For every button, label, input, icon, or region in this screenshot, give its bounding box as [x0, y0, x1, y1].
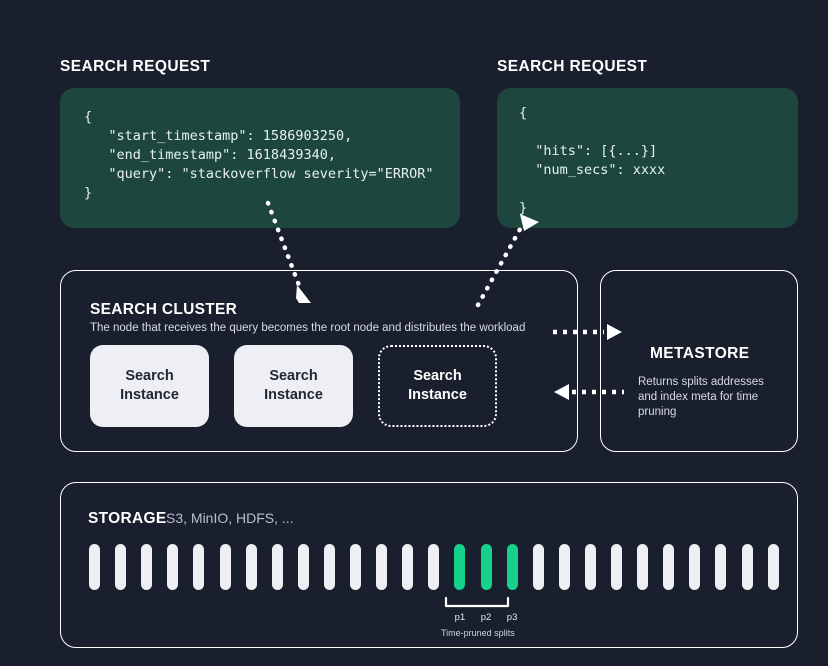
- left-search-request-heading: SEARCH REQUEST: [60, 58, 211, 75]
- metastore-panel: [600, 270, 798, 452]
- search-response-code-box: { "hits": [{...}] "num_secs": xxxx }: [497, 88, 798, 228]
- storage-subtitle: S3, MinIO, HDFS, ...: [166, 510, 294, 526]
- split-bar: [611, 544, 622, 590]
- metastore-description: Returns splits addresses and index meta …: [638, 376, 764, 418]
- right-search-request-heading: SEARCH REQUEST: [497, 58, 648, 75]
- split-label-p1: p1: [454, 612, 466, 623]
- search-request-code-box: { "start_timestamp": 1586903250, "end_ti…: [60, 88, 460, 228]
- split-bar-pruned: [454, 544, 466, 590]
- split-bar: [271, 544, 283, 590]
- split-bar-pruned: [480, 544, 492, 590]
- split-bar: [297, 544, 309, 590]
- split-bar: [115, 544, 127, 590]
- split-bar: [558, 544, 570, 590]
- search-cluster-subtitle: The node that receives the query becomes…: [90, 322, 526, 334]
- split-bar: [689, 544, 701, 590]
- split-bar: [167, 544, 179, 590]
- split-label-p2: p2: [480, 612, 492, 623]
- search-request-code: { "start_timestamp": 1586903250, "end_ti…: [84, 109, 434, 201]
- storage-panel: [60, 482, 798, 648]
- split-bar: [402, 544, 414, 590]
- split-bar: [767, 544, 779, 590]
- split-bar: [193, 544, 205, 590]
- split-bar: [219, 544, 231, 590]
- split-bar: [350, 544, 361, 590]
- time-pruned-splits-caption: Time-pruned splits: [441, 628, 515, 638]
- split-bar: [245, 544, 257, 590]
- split-bar: [741, 544, 753, 590]
- split-bar: [323, 544, 335, 590]
- storage-title: STORAGE: [88, 510, 167, 527]
- search-response-code: { "hits": [{...}] "num_secs": xxxx }: [519, 105, 666, 216]
- search-cluster-panel: [60, 270, 578, 452]
- split-bar: [141, 544, 153, 590]
- search-cluster-title: SEARCH CLUSTER: [90, 301, 238, 318]
- split-bar: [532, 544, 544, 590]
- split-bar-pruned: [506, 544, 518, 590]
- split-bar: [584, 544, 596, 590]
- split-bar: [376, 544, 388, 590]
- split-bar: [428, 544, 440, 590]
- split-bar: [663, 544, 675, 590]
- split-bar: [89, 544, 100, 590]
- split-bar: [637, 544, 649, 590]
- split-label-p3: p3: [506, 612, 518, 623]
- metastore-title: METASTORE: [650, 345, 750, 362]
- split-bar: [715, 544, 727, 590]
